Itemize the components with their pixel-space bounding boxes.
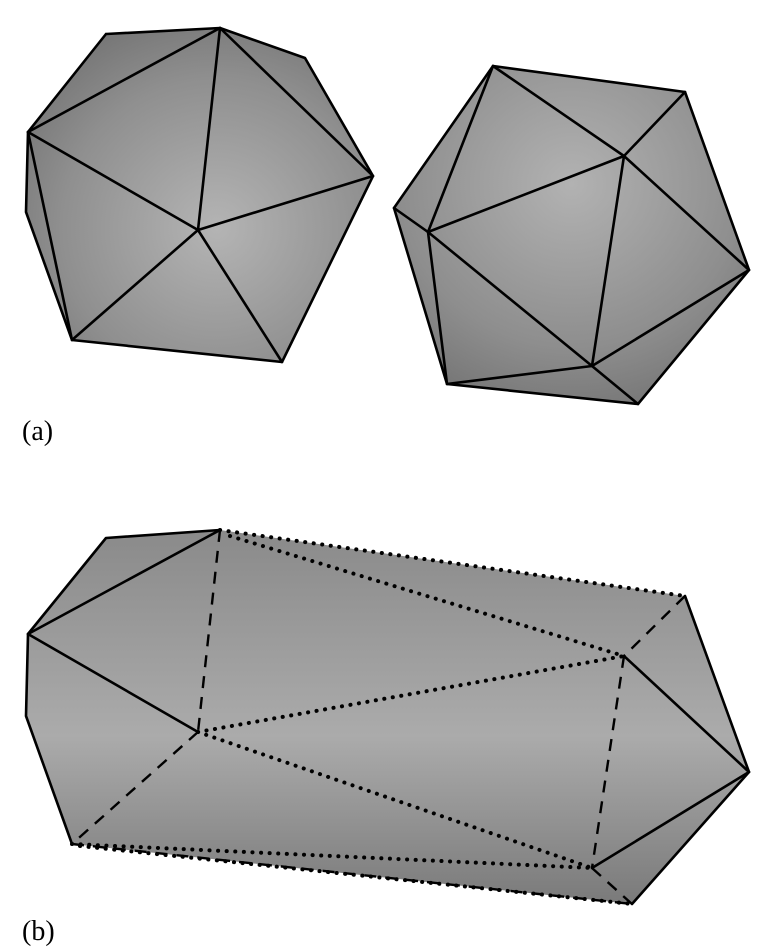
icosahedron-left-body <box>26 28 373 362</box>
elongated-polyhedron-body <box>26 530 749 904</box>
icosahedron-right-edges <box>392 64 751 406</box>
icosahedron-left <box>24 26 375 364</box>
icosahedron-left-edges <box>26 26 375 364</box>
elongated-polyhedron <box>24 528 751 906</box>
icosahedron-right-body <box>394 66 749 404</box>
elongated-polyhedron-dotted-edges <box>70 528 687 906</box>
panel-a-label: (a) <box>22 416 54 447</box>
icosahedron-right <box>392 64 751 406</box>
elongated-polyhedron-solid-edges <box>24 528 751 906</box>
panel-b-label: (b) <box>22 916 55 947</box>
